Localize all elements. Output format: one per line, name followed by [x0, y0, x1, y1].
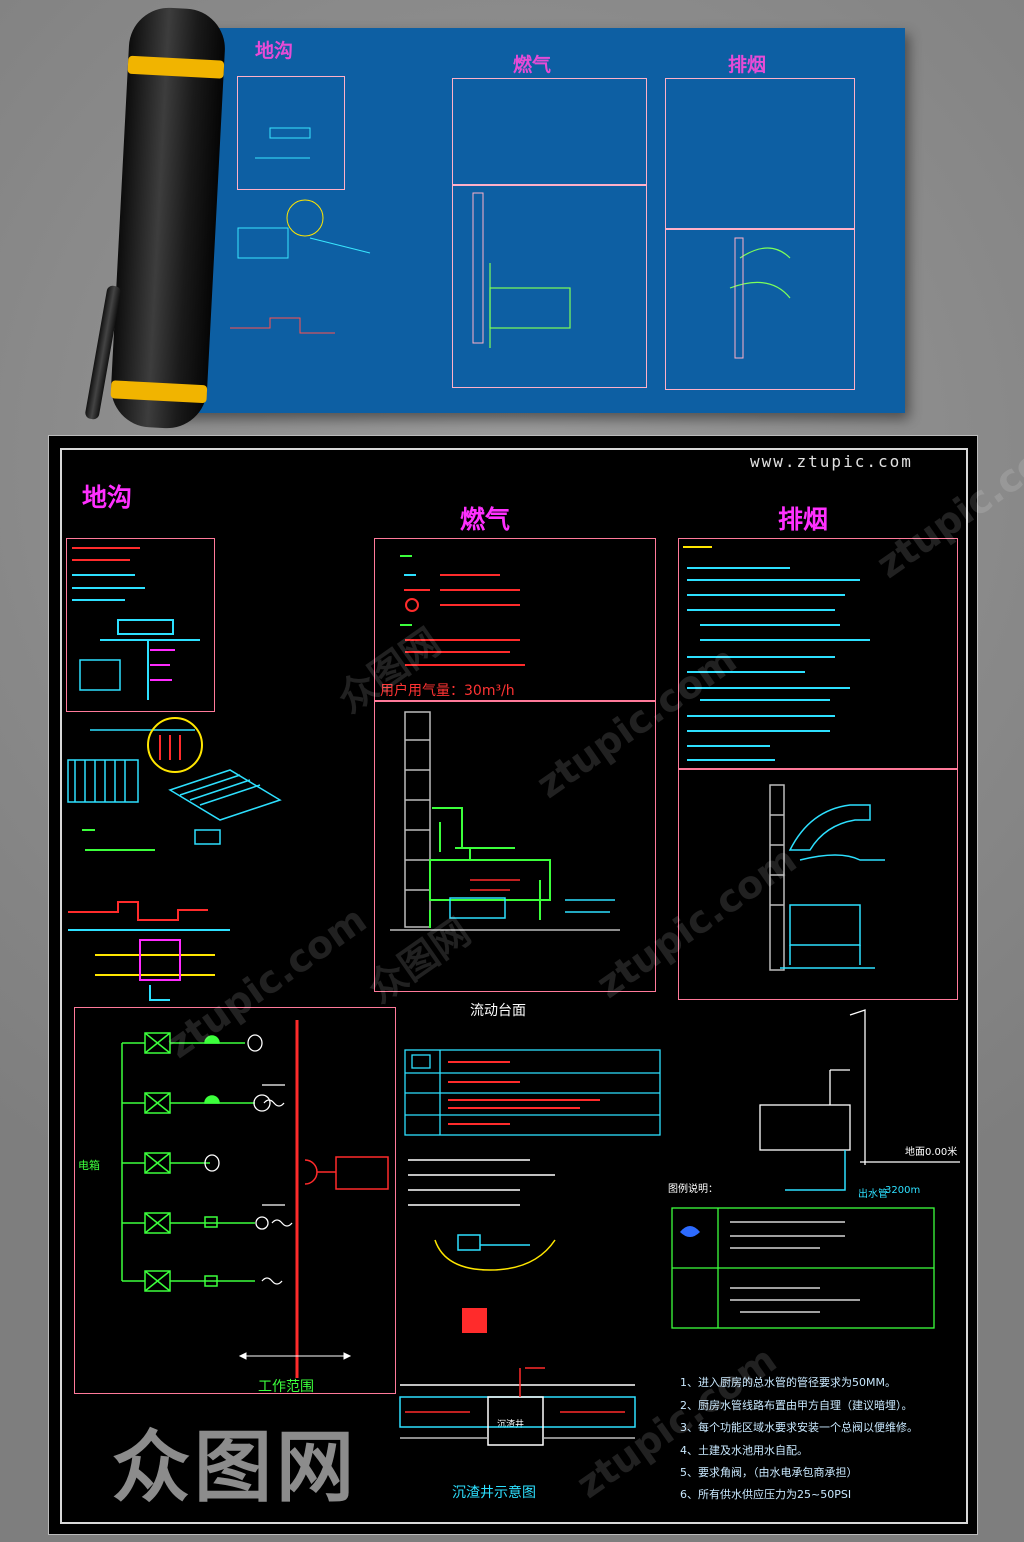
- poster-drawing-lines: [230, 127, 791, 359]
- site-url: www.ztupic.com: [750, 452, 913, 471]
- trench-label: 沉渣井: [497, 1420, 525, 1430]
- poster-title-drain: 地沟: [255, 40, 294, 62]
- poster-frame-exhaust-top: [665, 78, 855, 230]
- note-4: 4、土建及水池用水自配。: [680, 1444, 808, 1457]
- poster-frame-drain: [237, 76, 345, 190]
- watermark-brand-large: 众图网: [112, 1423, 359, 1513]
- title-gas: 燃气: [460, 505, 511, 534]
- cad-sheet: [48, 435, 978, 1535]
- poster-frame-gas-bottom: [452, 184, 647, 388]
- electric-box-label: 电箱: [78, 1159, 100, 1172]
- mobile-counter-label: 流动台面: [470, 1003, 526, 1019]
- poster-title-exhaust: 排烟: [728, 54, 767, 76]
- blue-poster: 地沟 燃气 排烟: [160, 28, 905, 413]
- frame-exhaust-drawing: [678, 768, 958, 1000]
- frame-electrical: [74, 1007, 396, 1394]
- frame-drain-detail: [66, 538, 215, 712]
- title-drain: 地沟: [82, 483, 133, 512]
- legend-title: 图例说明：: [668, 1184, 718, 1195]
- frame-gas-notes: [374, 538, 656, 702]
- frame-exhaust-notes: [678, 538, 958, 770]
- drain-pipe-label: 出水管: [858, 1189, 888, 1200]
- grease-trap-title: 沉渣井示意图: [452, 1485, 536, 1501]
- drain-dimension: 3200m: [885, 1185, 921, 1196]
- frame-gas-drawing: [374, 700, 656, 992]
- note-3: 3、每个功能区域水要求安装一个总阀以便维修。: [680, 1421, 918, 1434]
- note-1: 1、进入厨房的总水管的管径要求为50MM。: [680, 1376, 896, 1389]
- poster-frame-exhaust-bottom: [665, 228, 855, 390]
- poster-frame-gas-top: [452, 78, 647, 186]
- note-2: 2、厨房水管线路布置由甲方自理（建议暗埋）。: [680, 1399, 913, 1412]
- work-range-label: 工作范围: [258, 1379, 314, 1395]
- floor-level-label: 地面0.00米: [905, 1147, 958, 1158]
- note-6: 6、所有供水供应压力为25~50PSI: [680, 1488, 852, 1501]
- title-exhaust: 排烟: [778, 505, 829, 534]
- poster-title-gas: 燃气: [513, 54, 552, 76]
- gas-rate: 用户用气量：30m³/h: [380, 683, 515, 699]
- note-5: 5、要求角阀，（由水电承包商承担）: [680, 1466, 858, 1479]
- cad-sheet-border: [60, 448, 968, 1524]
